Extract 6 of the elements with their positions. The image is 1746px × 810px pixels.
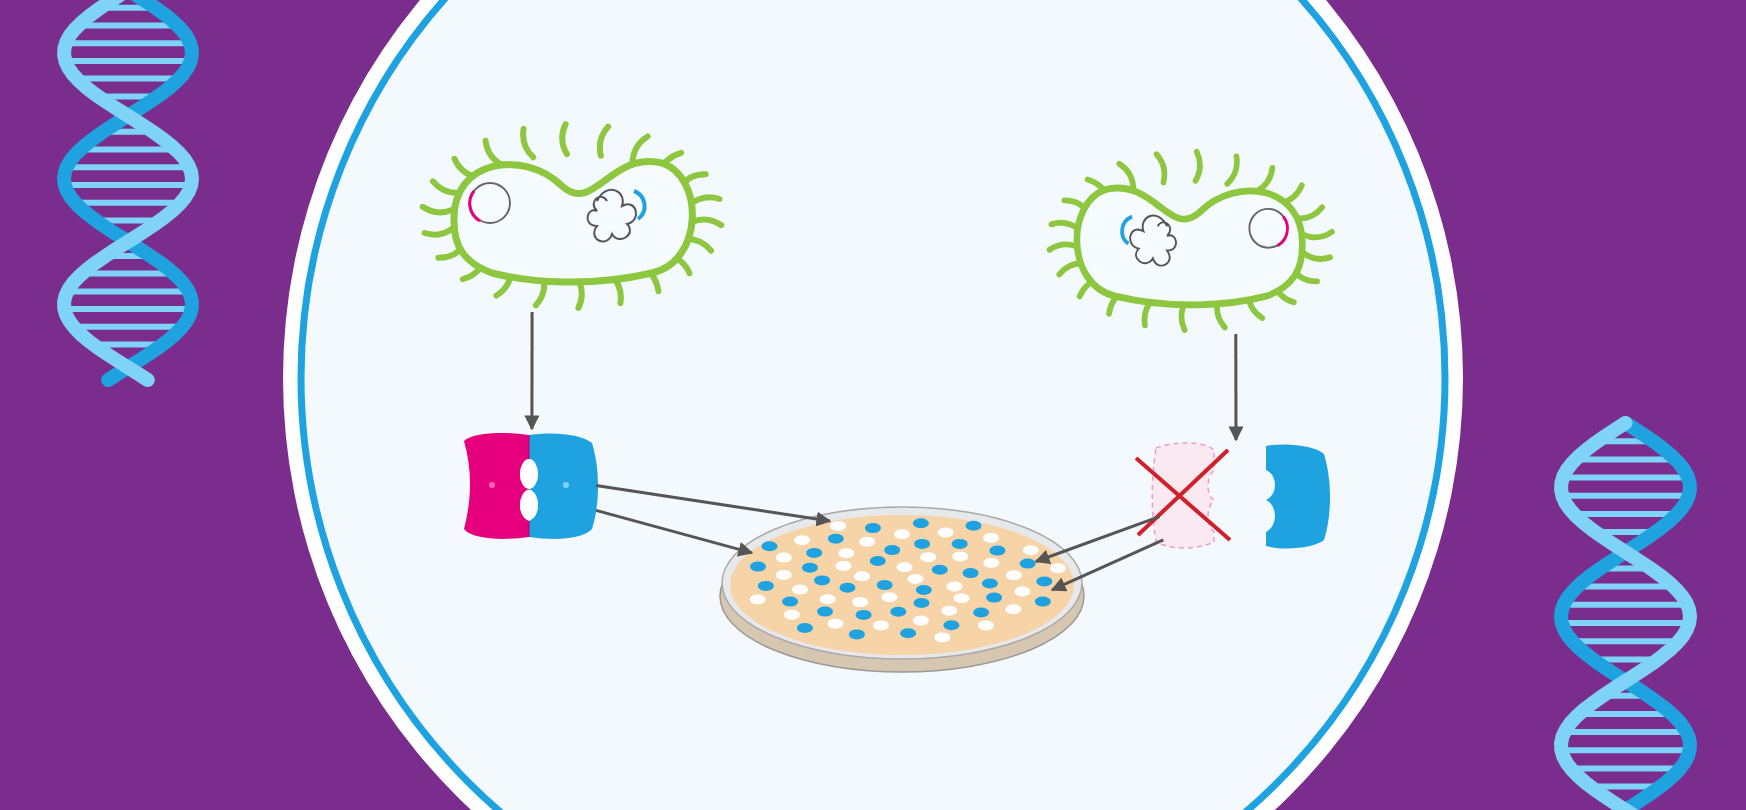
arrow bbox=[595, 484, 832, 527]
arrow bbox=[524, 312, 540, 431]
arrow bbox=[1034, 515, 1160, 564]
arrow bbox=[1228, 334, 1244, 442]
arrow bbox=[595, 508, 754, 557]
arrow bbox=[1050, 538, 1164, 592]
